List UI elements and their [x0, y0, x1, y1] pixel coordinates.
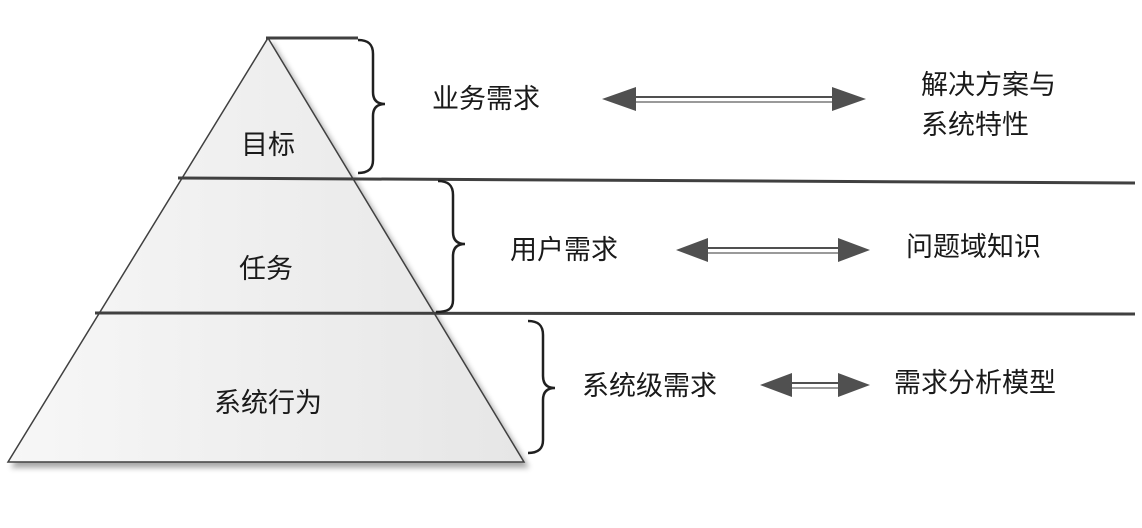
related-label-domain-knowledge: 问题域知识	[906, 232, 1041, 263]
double-arrow-2	[676, 238, 870, 262]
brace-2	[435, 179, 466, 314]
pyramid-label-task: 任务	[239, 254, 293, 285]
double-arrow-1	[602, 87, 866, 111]
brace-1	[357, 38, 386, 175]
divider-line-1	[177, 176, 1136, 185]
divider-line-2	[94, 311, 1136, 316]
related-label-solution-line-1: 解决方案与	[921, 70, 1056, 101]
pyramid-shape	[6, 36, 526, 463]
pyramid-label-goal: 目标	[241, 130, 295, 161]
requirement-label-business: 业务需求	[432, 84, 540, 115]
related-label-analysis-model: 需求分析模型	[894, 368, 1056, 399]
brace-3	[527, 319, 556, 455]
related-label-solution-line-2: 系统特性	[921, 110, 1029, 141]
pyramid-label-system-behavior: 系统行为	[214, 388, 322, 419]
double-arrow-3	[760, 373, 870, 397]
requirement-label-user: 用户需求	[510, 235, 618, 266]
requirement-label-system: 系统级需求	[582, 371, 717, 402]
